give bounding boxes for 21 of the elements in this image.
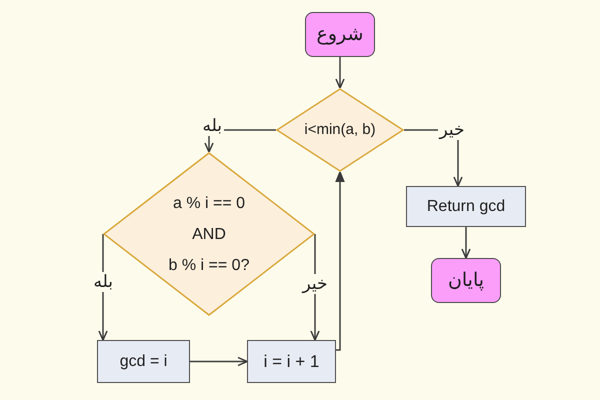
- terminal-label: پایان: [448, 268, 484, 292]
- decision-diamond: [276, 88, 404, 172]
- arrow: [335, 171, 345, 351]
- arrow: [335, 57, 345, 89]
- process-box: [97, 340, 190, 383]
- arrow: [98, 234, 108, 341]
- terminal-box: [431, 258, 501, 303]
- terminal-box: [305, 12, 375, 57]
- process-box: [247, 340, 336, 383]
- arrow: [461, 227, 471, 259]
- process-text: i = i + 1: [264, 352, 320, 372]
- condition-text: a % i == 0: [172, 194, 246, 214]
- process-box: [406, 186, 526, 227]
- edge-label: بله: [200, 116, 224, 136]
- process-text: Return gcd: [426, 196, 506, 216]
- terminal-label: شروع: [316, 22, 364, 46]
- condition-text: AND: [192, 224, 226, 244]
- condition-text: i<min(a, b): [304, 120, 376, 140]
- arrow: [190, 356, 248, 366]
- process-text: gcd = i: [120, 352, 168, 372]
- condition-text: b % i == 0?: [168, 256, 250, 276]
